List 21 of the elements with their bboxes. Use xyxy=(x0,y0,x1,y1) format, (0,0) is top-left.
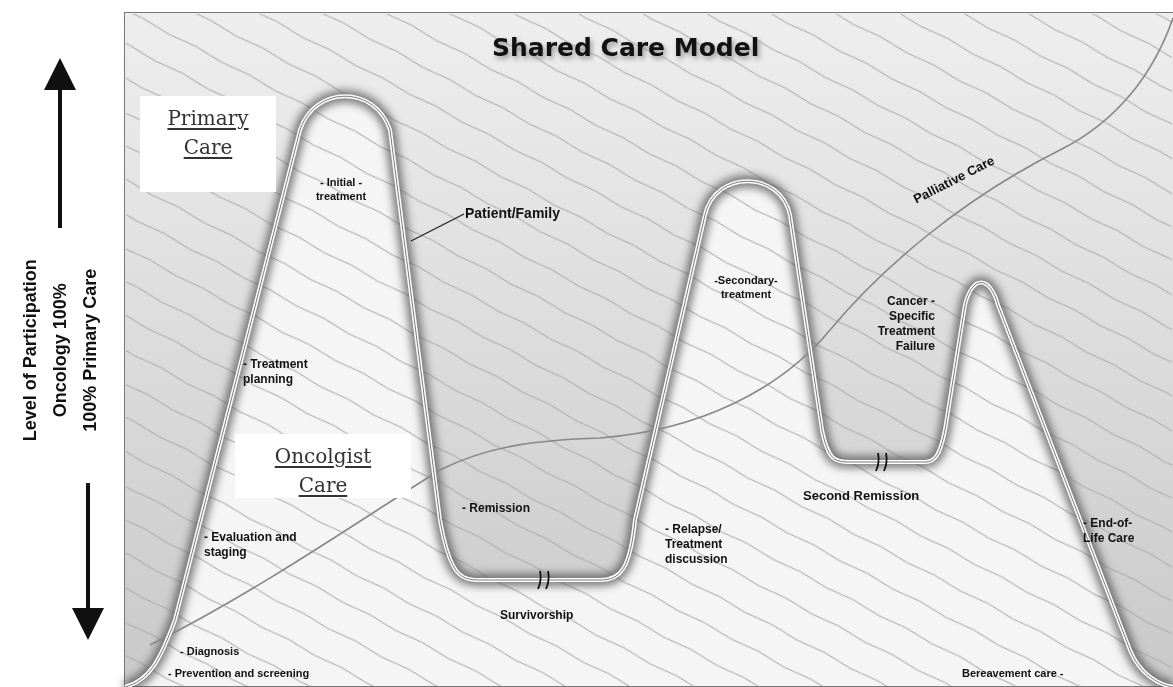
stage-label: - Relapse/ Treatment discussion xyxy=(665,522,729,567)
stage-label: - Prevention and screening xyxy=(168,667,311,681)
care-curve xyxy=(123,94,1173,687)
axis-label: Oncology 100% xyxy=(48,282,71,420)
stage-label: - Evaluation and staging xyxy=(204,530,298,560)
care-label: Primary Care xyxy=(167,105,249,161)
stage-label: - Initial - treatment xyxy=(314,176,368,204)
axis-label: 100% Primary Care xyxy=(78,267,101,434)
stage-label: - Diagnosis xyxy=(180,645,241,659)
stage-label: Cancer - Specific Treatment Failure xyxy=(876,294,935,354)
stage-label: - Treatment planning xyxy=(243,357,309,387)
leader-line xyxy=(410,213,465,242)
stage-label: - End-of- Life Care xyxy=(1083,516,1136,546)
stage-label: Bereavement care - xyxy=(962,667,1065,681)
stage-label: Survivorship xyxy=(500,608,575,623)
diagram-title: Shared Care Model xyxy=(492,32,760,64)
stage-label: - Remission xyxy=(462,501,531,516)
axis-label: Level of Participation xyxy=(18,258,41,444)
care-label: Oncolgist Care xyxy=(274,443,372,499)
stage-label: Second Remission xyxy=(803,488,921,505)
stage-label: -Secondary- treatment xyxy=(713,274,779,302)
